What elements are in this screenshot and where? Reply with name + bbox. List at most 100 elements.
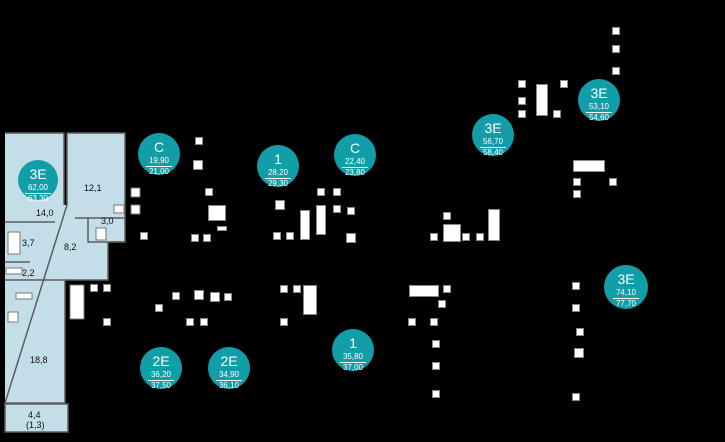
apartment-badge[interactable]: 1 28,20 29,30 [257,145,299,188]
door-icon [208,205,226,221]
door-icon [443,224,461,242]
apartment-living-area: 53,10 [588,102,610,111]
fixture-icon [203,234,211,242]
fixture-icon [286,232,294,240]
fixture-icon [90,284,98,292]
fixture-icon [612,67,620,75]
apartment-badge[interactable]: 2Е 34,90 36,10 [208,347,250,390]
fixture-icon [609,178,617,186]
fixture-icon [572,304,580,312]
fixture-icon [200,318,208,326]
apartment-living-area: 35,80 [342,352,364,361]
fixture-icon [432,390,440,398]
apartment-living-area: 34,90 [218,370,240,379]
bathtub-icon [536,84,548,116]
fixture-icon [443,212,451,220]
apartment-badge[interactable]: 3Е 56,70 58,40 [472,114,514,157]
apartment-living-area: 28,20 [267,168,289,177]
apartment-badge[interactable]: 3Е 53,10 54,60 [578,79,620,122]
apartment-code: 2Е [220,353,238,369]
fixture-icon [572,393,580,401]
apartment-badge[interactable]: 2Е 36,20 37,50 [140,347,182,390]
apartment-code: 3Е [29,166,47,182]
bathtub-icon [409,285,439,297]
fixture-icon [103,284,111,292]
fixture-icon [333,205,341,213]
room-area-label: 18,8 [30,355,48,365]
fixture-icon [280,285,288,293]
fixture-icon [553,110,561,118]
fixture-icon [438,300,446,308]
bathtub-icon [316,205,326,235]
fixture-icon [140,232,148,240]
fixture-icon [576,328,584,336]
bathtub-icon [488,209,500,241]
room-area-label: 8,2 [64,242,77,252]
apartment-total-area: 77,70 [613,298,639,308]
fixture-icon [193,160,203,170]
fixture-icon [518,97,526,105]
fixture-icon [573,190,581,198]
fixture-icon [574,348,584,358]
apartment-code: 1 [349,335,357,351]
apartment-total-area: 37,50 [148,380,174,390]
fixture-icon [217,226,227,231]
fixture-icon [205,188,213,196]
apartment-total-area: 21,00 [146,166,172,176]
fixture-icon [347,207,355,215]
apartment-total-area: 63,30 [25,193,51,203]
fixture-icon [560,80,568,88]
apartment-badge[interactable]: С 22,40 23,80 [334,134,376,177]
fixture-icon [195,137,203,145]
apartment-badge-selected[interactable]: 3Е 62,00 63,30 [18,160,58,203]
room-area-label: 4,4 [28,410,41,420]
apartment-code: С [349,140,361,156]
fixture-icon [612,27,620,35]
fixture-icon [430,318,438,326]
room-area-label: 3,7 [22,238,35,248]
fixture-icon [518,110,526,118]
fixture-icon [191,234,199,242]
fixture-icon [443,285,451,293]
fixture-icon [293,285,301,293]
apartment-total-area: 37,00 [340,362,366,372]
apartment-code: 3Е [484,120,502,136]
apartment-total-area: 58,40 [480,147,506,157]
apartment-code: 3Е [590,85,608,101]
room-area-label: (1,3) [26,420,45,430]
fixture-icon [346,233,356,243]
apartment-living-area: 62,00 [27,183,49,192]
apartment-badge[interactable]: 1 35,80 37,00 [332,329,374,372]
fixture-icon [155,304,163,312]
apartment-total-area: 54,60 [586,112,612,122]
fixture-icon [280,318,288,326]
apartment-living-area: 22,40 [344,157,366,166]
fixture-icon [273,232,281,240]
apartment-living-area: 36,20 [150,370,172,379]
apartment-living-area: 19,90 [148,156,170,165]
apartment-total-area: 23,80 [342,167,368,177]
fixture-icon [408,318,416,326]
fixture-icon [462,233,470,241]
fixture-icon [210,292,220,302]
apartment-badge[interactable]: С 19,90 21,00 [138,133,180,176]
fixture-icon [476,233,484,241]
fixture-icon [432,362,440,370]
apartment-badge[interactable]: 3Е 74,10 77,70 [604,265,648,309]
apartment-code: 3Е [617,271,635,287]
fixture-icon [186,318,194,326]
room-area-label: 12,1 [84,183,102,193]
fixture-icon [572,282,580,290]
fixture-icon [430,233,438,241]
apartment-code: 2Е [152,353,170,369]
room-area-label: 3,0 [101,216,114,226]
fixture-icon [172,292,180,300]
apartment-living-area: 74,10 [615,288,637,297]
fixture-icon [518,80,526,88]
fixture-icon [317,188,325,196]
fixture-icon [224,293,232,301]
apartment-total-area: 29,30 [265,178,291,188]
fixture-icon [103,318,111,326]
fixture-icon [333,188,341,196]
